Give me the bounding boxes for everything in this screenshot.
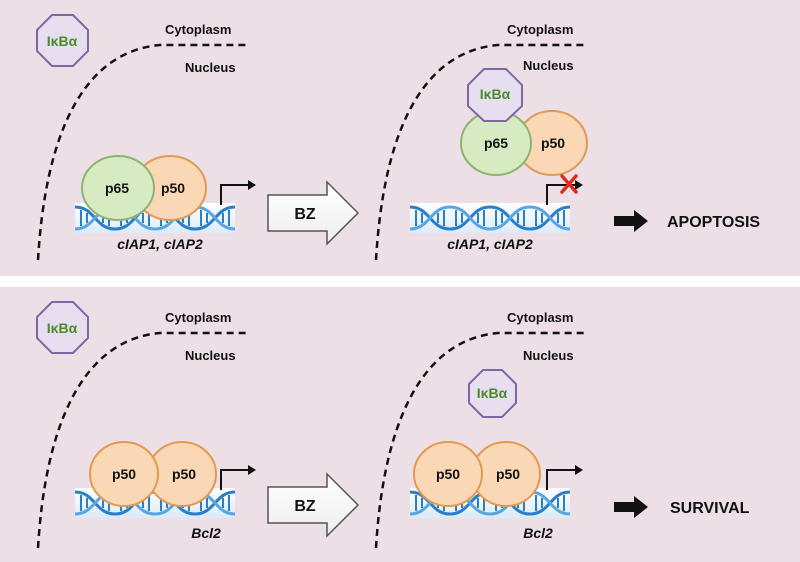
arrowhead-icon bbox=[248, 180, 256, 190]
outcome-arrow bbox=[614, 496, 648, 518]
transcription-start-arrow bbox=[220, 184, 248, 205]
nuclear-envelope-curve bbox=[374, 43, 585, 261]
outcome-arrow bbox=[614, 210, 648, 232]
p50-subunit bbox=[413, 441, 483, 507]
p65-subunit bbox=[81, 155, 155, 221]
dimer-left-label: p50 bbox=[436, 466, 460, 482]
nucleus-label: Nucleus bbox=[523, 58, 574, 73]
ikba-octagon bbox=[467, 68, 523, 122]
nuclear-envelope-curve bbox=[374, 331, 585, 549]
dimer-left-label: p50 bbox=[112, 466, 136, 482]
bz-treatment-arrow bbox=[267, 180, 360, 246]
ikba-label: IκBα bbox=[47, 33, 78, 49]
bz-treatment-arrow bbox=[267, 472, 360, 538]
ikba-label: IκBα bbox=[47, 320, 78, 336]
gene-label: cIAP1, cIAP2 bbox=[117, 236, 203, 252]
ikba-octagon bbox=[468, 369, 517, 418]
cytoplasm-label: Cytoplasm bbox=[165, 310, 231, 325]
dimer-right-label: p50 bbox=[541, 135, 565, 151]
dimer-left-label: p65 bbox=[105, 180, 129, 196]
cytoplasm-label: Cytoplasm bbox=[507, 310, 573, 325]
dimer-right-label: p50 bbox=[161, 180, 185, 196]
gene-label: Bcl2 bbox=[523, 525, 553, 541]
transcription-start-arrow bbox=[546, 184, 575, 205]
dimer-right-label: p50 bbox=[172, 466, 196, 482]
gene-label: Bcl2 bbox=[191, 525, 221, 541]
ikba-label: IκBα bbox=[480, 86, 511, 102]
arrowhead-icon bbox=[575, 465, 583, 475]
ikba-octagon bbox=[36, 14, 89, 67]
outcome-label: SURVIVAL bbox=[670, 500, 750, 517]
nucleus-label: Nucleus bbox=[185, 60, 236, 75]
dimer-right-label: p50 bbox=[496, 466, 520, 482]
arrowhead-icon bbox=[575, 180, 583, 190]
transcription-start-arrow bbox=[220, 469, 248, 490]
arrowhead-icon bbox=[248, 465, 256, 475]
ikba-octagon bbox=[36, 301, 89, 354]
bz-label: BZ bbox=[294, 206, 316, 223]
bz-label: BZ bbox=[294, 498, 316, 515]
nuclear-envelope-curve bbox=[36, 331, 250, 549]
nucleus-label: Nucleus bbox=[523, 348, 574, 363]
cytoplasm-label: Cytoplasm bbox=[507, 22, 573, 37]
ikba-label: IκBα bbox=[477, 385, 508, 401]
dimer-left-label: p65 bbox=[484, 135, 508, 151]
gene-label: cIAP1, cIAP2 bbox=[447, 236, 533, 252]
nuclear-envelope-curve bbox=[36, 43, 250, 261]
blocked-transcription-icon bbox=[560, 174, 578, 194]
outcome-label: APOPTOSIS bbox=[667, 214, 760, 231]
nucleus-label: Nucleus bbox=[185, 348, 236, 363]
transcription-start-arrow bbox=[546, 469, 575, 490]
cytoplasm-label: Cytoplasm bbox=[165, 22, 231, 37]
dna-strand bbox=[408, 201, 572, 235]
p50-subunit bbox=[89, 441, 159, 507]
